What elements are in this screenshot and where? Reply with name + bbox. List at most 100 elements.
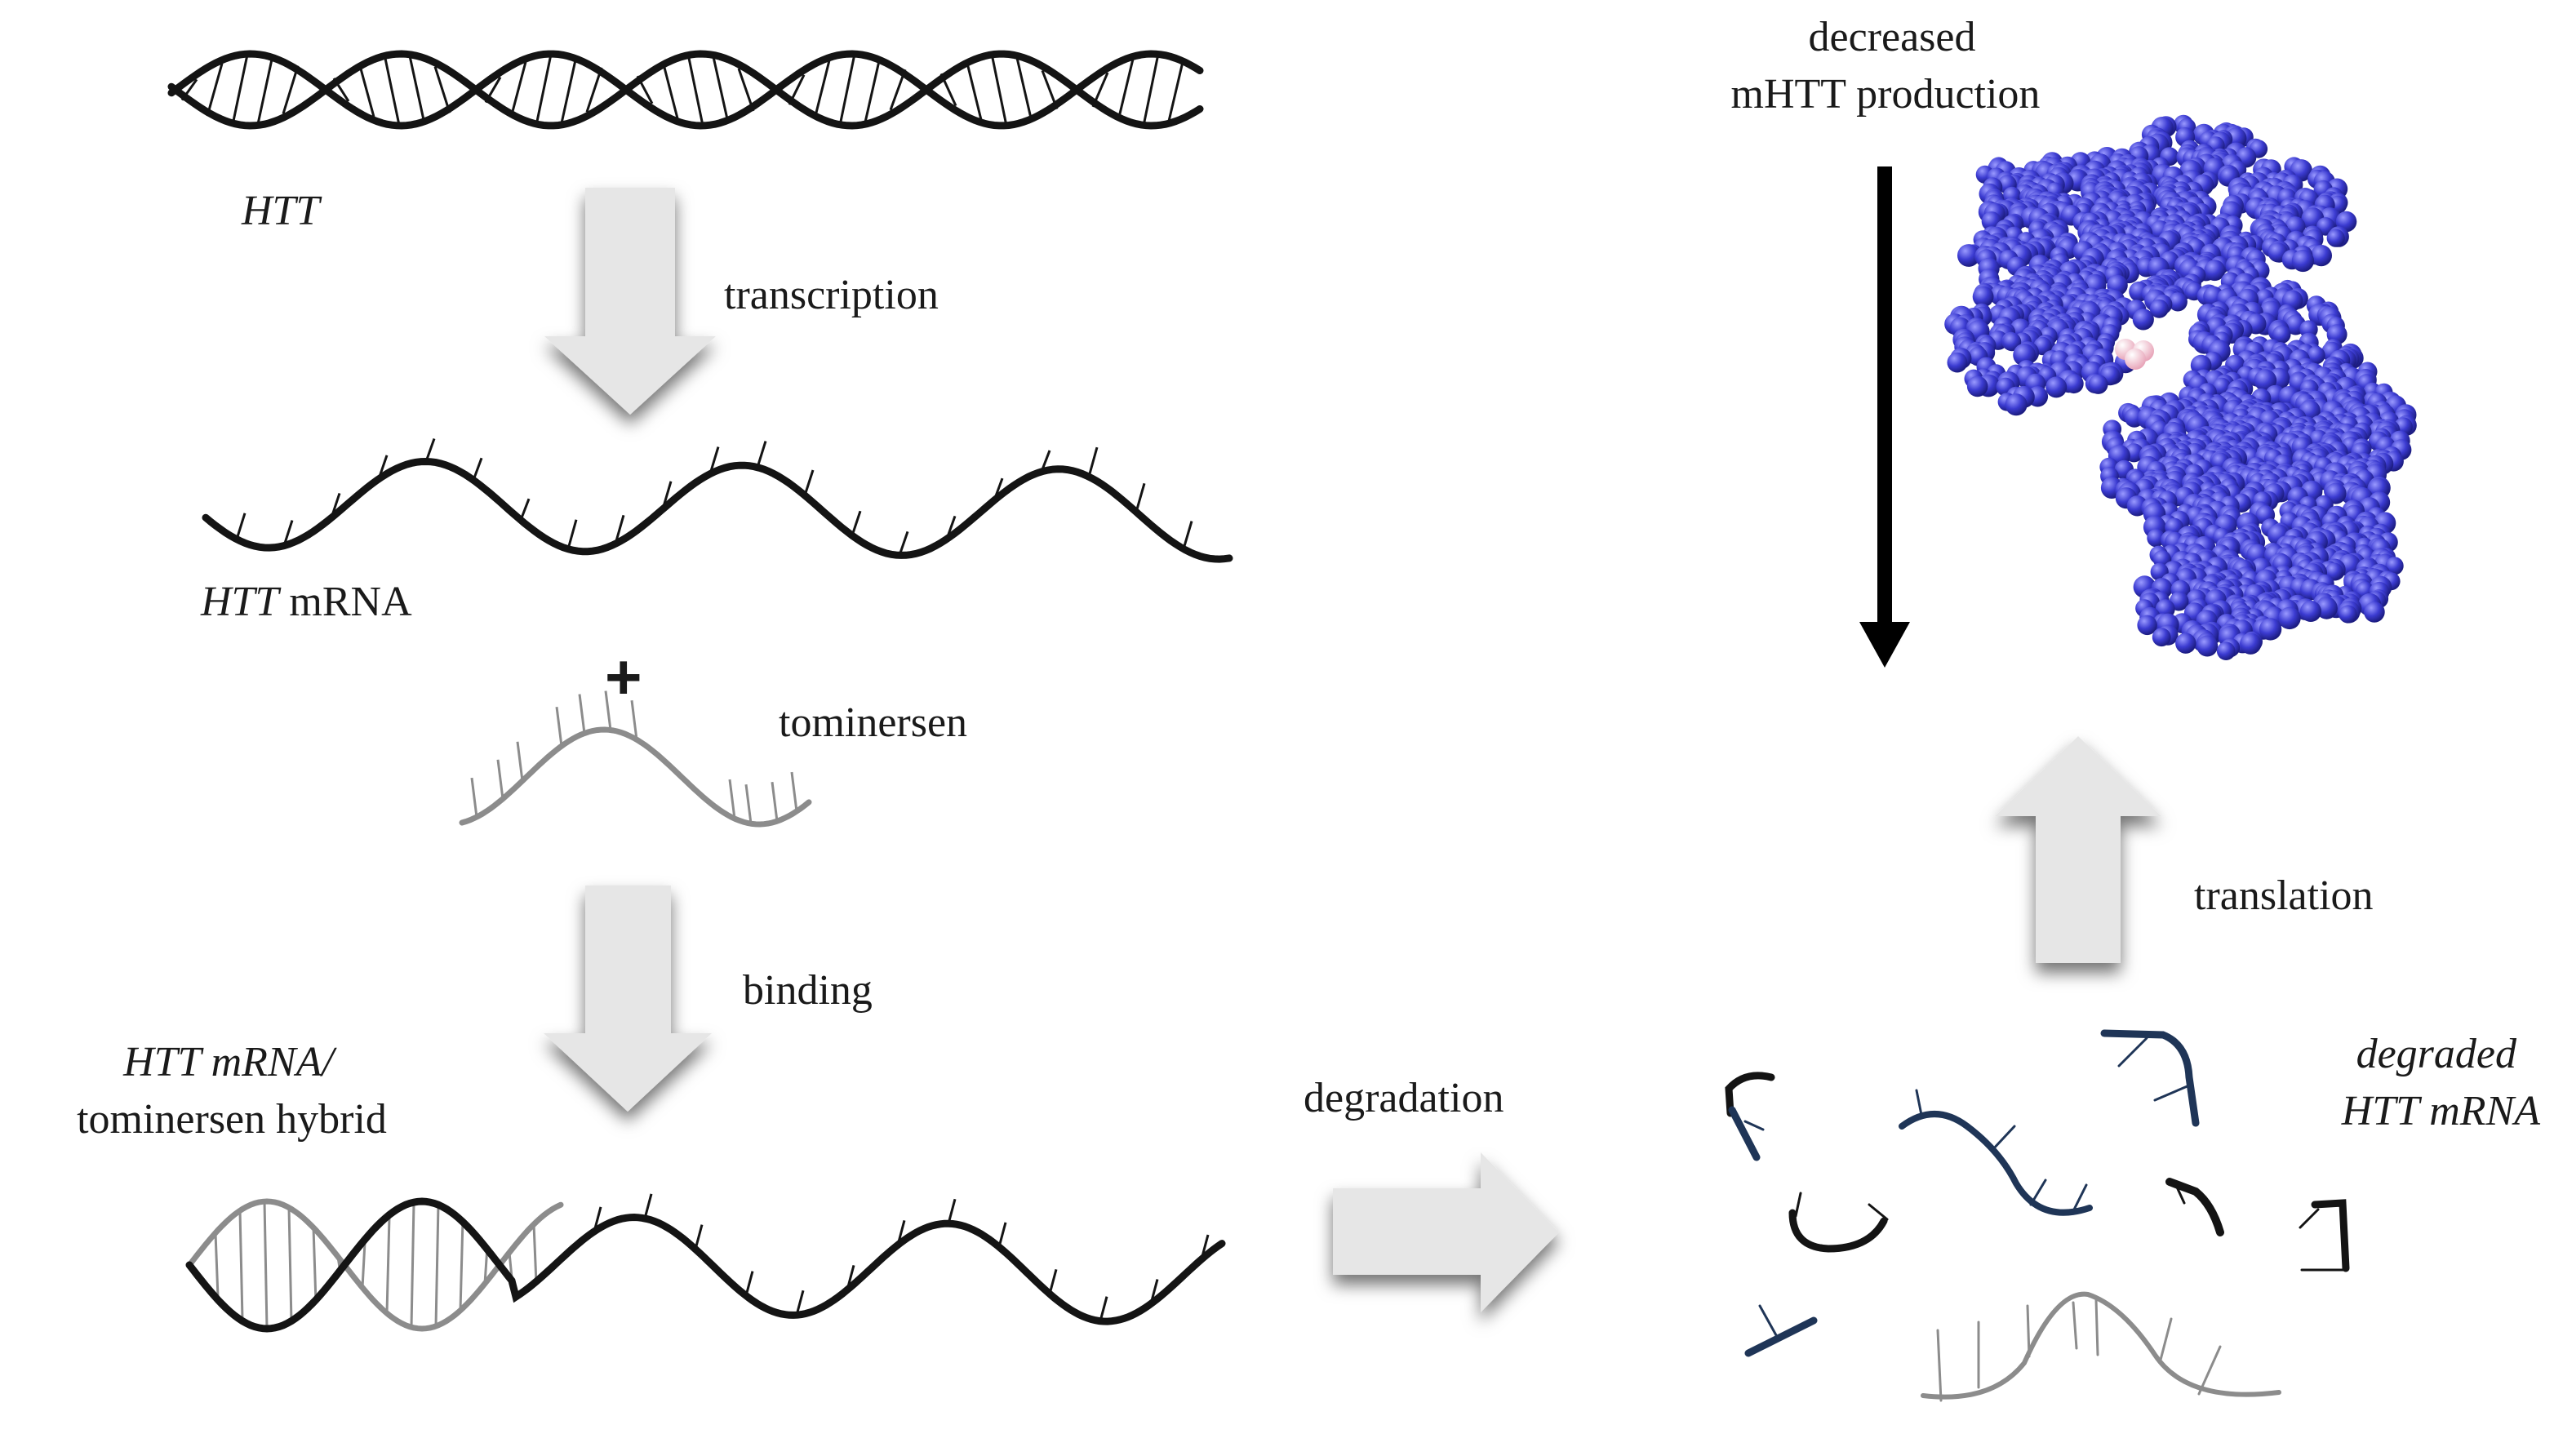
protein-atom	[2259, 618, 2282, 641]
mrna-base	[803, 469, 815, 496]
fragment-tick	[1990, 1125, 2016, 1152]
fragment-tick	[1743, 1120, 1765, 1131]
htt-mrna-label-italic: HTT	[200, 579, 281, 625]
dna-base-pair	[585, 67, 603, 113]
degraded-label-line2: HTT mRNA	[2341, 1088, 2540, 1134]
hybrid-base-pair	[459, 1219, 464, 1311]
fragment-tick	[1758, 1304, 1778, 1337]
dna-base-pair	[686, 54, 704, 126]
htt-gene-label: HTT	[241, 188, 322, 234]
fragment-tick	[2072, 1301, 2078, 1350]
dna-base-pair	[712, 56, 730, 123]
dna-base-pair	[535, 54, 553, 126]
hybrid-base-pair	[385, 1216, 391, 1314]
tominersen-base	[728, 779, 736, 819]
protein-atom	[2291, 249, 2314, 273]
hybrid-mrna-base	[947, 1198, 957, 1224]
protein-atom	[2385, 557, 2404, 575]
tominersen-label: tominersen	[779, 699, 967, 746]
protein-atom	[2339, 605, 2357, 624]
dna-base-pair	[408, 55, 426, 124]
fragment	[1921, 1291, 2281, 1400]
protein-atom	[2326, 229, 2345, 247]
decrease-arrow-shaft	[1877, 166, 1892, 632]
protein-atom	[2147, 529, 2165, 548]
htt-dna-helix	[167, 50, 1204, 130]
protein-atom	[1972, 286, 1994, 308]
tominersen-backbone	[459, 726, 812, 828]
fragment-tick	[2197, 1345, 2222, 1396]
mrna-base	[1182, 521, 1193, 550]
protein-atom	[2240, 633, 2262, 655]
hybrid-base-pair	[434, 1204, 440, 1326]
dna-base-pair	[661, 60, 679, 119]
hybrid-base-pair	[532, 1224, 538, 1284]
degradation-arrow	[1333, 1152, 1559, 1312]
mrna-base	[1087, 446, 1099, 477]
dna-base-pair	[206, 63, 224, 117]
tominersen-base	[604, 690, 612, 730]
fragment	[2311, 1199, 2350, 1272]
hybrid-mrna-base	[694, 1224, 704, 1250]
hybrid-mrna-base	[1099, 1296, 1108, 1322]
mrna-base	[424, 437, 436, 462]
protein-atom	[1947, 352, 1968, 373]
hybrid-base-pair	[214, 1232, 220, 1298]
dna-base-pair	[1142, 53, 1160, 127]
mrna-base	[1135, 482, 1146, 513]
protein-highlight-atom	[2125, 348, 2146, 370]
mrna-tominersen-hybrid	[185, 1193, 1226, 1333]
fragment	[1728, 1106, 1761, 1161]
mrna-base	[898, 530, 909, 556]
htt-mrna-label: HTT mRNA	[200, 579, 412, 625]
dna-base-pair	[838, 53, 856, 127]
protein-atom	[2002, 332, 2022, 352]
mrna-base	[756, 441, 767, 468]
protein-atom	[2063, 374, 2084, 394]
fragment-tick	[2299, 1208, 2320, 1229]
binding-label: binding	[743, 967, 873, 1014]
degradation-label: degradation	[1304, 1075, 1504, 1121]
protein-atom	[2137, 615, 2157, 636]
mhtt-protein-structure	[1944, 114, 2417, 660]
hybrid-mrna-strand	[185, 1197, 1226, 1333]
protein-atom	[2196, 635, 2219, 657]
fragment	[2165, 1178, 2224, 1236]
decrease-arrow-head	[1859, 622, 1910, 668]
protein-atom	[2088, 374, 2108, 394]
decreased-label-line1: decreased	[1809, 14, 1976, 60]
fragment-tick	[2158, 1317, 2173, 1365]
hybrid-mrna-base	[795, 1290, 805, 1316]
htt-mrna-label-rest: mRNA	[278, 579, 412, 625]
fragment-ticks	[1743, 1037, 2347, 1402]
mrna-bases	[235, 437, 1193, 556]
protein-atom	[2364, 601, 2385, 623]
protein-atom	[2045, 376, 2068, 398]
fragment	[1788, 1209, 1888, 1253]
dna-base-pair	[813, 60, 831, 120]
protein-atom	[1966, 375, 1988, 397]
mrna-base	[566, 519, 578, 550]
dna-base-pair	[433, 66, 451, 113]
mrna-base	[851, 510, 862, 536]
decreased-label-line2: mHTT production	[1731, 71, 2041, 118]
dna-base-pair	[256, 55, 274, 125]
tominersen-oligo	[459, 690, 812, 828]
dna-base-pair	[509, 61, 527, 118]
fragment-tick	[2026, 1304, 2031, 1358]
fragment	[1725, 1072, 1775, 1117]
transcription-label: transcription	[724, 272, 939, 318]
hybrid-base-pair	[238, 1210, 244, 1320]
hybrid-base-pair	[508, 1252, 513, 1278]
dna-base-pair	[282, 65, 300, 114]
protein-atom	[1957, 244, 1980, 267]
decrease-arrow	[1859, 166, 1910, 668]
dna-strand-b	[167, 50, 1204, 130]
dna-base-pair	[1015, 57, 1033, 122]
fragment-tick	[2153, 1084, 2191, 1102]
dna-base-pair	[965, 59, 983, 121]
translation-arrow	[1995, 736, 2161, 963]
protein-atom	[2005, 393, 2028, 416]
tominersen-bases	[470, 690, 798, 824]
